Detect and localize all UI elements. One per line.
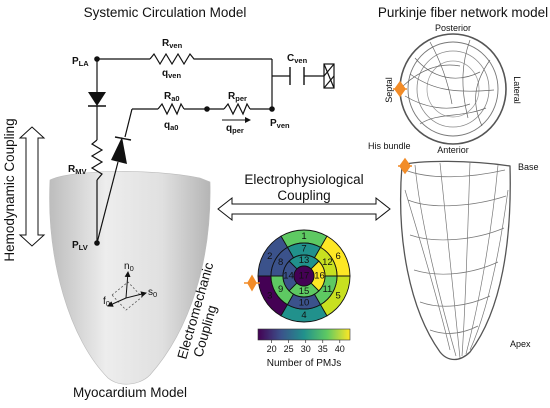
label-posterior: Posterior	[435, 23, 471, 33]
label-c-ven: Cven	[287, 53, 308, 65]
node-ven	[269, 106, 275, 112]
label-lateral: Lateral	[512, 76, 522, 104]
colorbar-tick-label: 35	[318, 344, 328, 354]
label-r-per: Rper	[228, 91, 247, 103]
node-per	[204, 106, 210, 112]
label-septal: Septal	[384, 77, 394, 103]
label-p-lv: PLV	[72, 240, 88, 252]
label-p-ven: Pven	[270, 118, 290, 130]
colorbar-label: Number of PMJs	[267, 358, 341, 369]
ground-symbol	[323, 63, 335, 89]
his-bundle-marker	[398, 157, 412, 175]
colorbar	[257, 328, 351, 341]
colorbar-tick-label: 40	[335, 344, 345, 354]
electrophysiological-coupling-arrow	[217, 196, 391, 222]
purkinje-title: Purkinje fiber network model	[378, 5, 548, 20]
label-q-per: qper	[226, 123, 244, 135]
capacitor-ven	[289, 67, 305, 85]
circuit-wires	[96, 58, 324, 244]
colorbar-tick-label: 25	[284, 344, 294, 354]
node-lv	[94, 240, 100, 246]
label-n0: n0	[124, 261, 134, 273]
bullseye-segment-label-5: 5	[336, 290, 341, 301]
purkinje-top-marker	[393, 80, 407, 98]
label-r-a0: Ra0	[164, 91, 180, 103]
bullseye-segment-label-1: 1	[301, 231, 306, 242]
bullseye-marker	[244, 274, 260, 292]
label-q-ven: qven	[162, 68, 181, 80]
bullseye-segment-label-17: 17	[299, 271, 310, 282]
purkinje-side-view	[400, 160, 511, 361]
resistor-ven	[149, 52, 198, 66]
bullseye-segment-label-13: 13	[299, 255, 310, 266]
bullseye-segment-label-15: 15	[299, 286, 310, 297]
diode-aortic	[111, 136, 132, 164]
electrophysiological-label-1: Electrophysiological	[244, 172, 363, 187]
label-apex: Apex	[510, 339, 531, 349]
fiber-frame	[107, 271, 147, 311]
bullseye-segment-label-10: 10	[299, 298, 310, 309]
bullseye-segment-label-9: 9	[278, 284, 283, 295]
bullseye-segment-label-14: 14	[283, 271, 294, 282]
bullseye-segment-label-8: 8	[278, 257, 283, 268]
colorbar-tick-label: 20	[267, 344, 277, 354]
resistor-a0	[157, 102, 185, 116]
label-f0: f0	[103, 296, 110, 308]
colorbar-tick-label: 30	[301, 344, 311, 354]
label-base: Base	[518, 162, 539, 172]
hemodynamic-coupling-label: Hemodynamic Coupling	[2, 118, 17, 261]
label-r-ven: Rven	[162, 38, 183, 50]
hemodynamic-coupling-arrow	[18, 126, 46, 247]
colorbar-ticks: 20 25 30 35 40	[267, 340, 345, 354]
node-la	[94, 56, 100, 62]
bullseye-segment-label-3: 3	[267, 290, 272, 301]
label-anterior: Anterior	[437, 145, 469, 155]
bullseye-segment-label-12: 12	[322, 257, 333, 268]
label-his-bundle: His bundle	[368, 141, 411, 151]
circulation-title: Systemic Circulation Model	[84, 5, 247, 20]
resistor-mv	[90, 139, 104, 181]
resistor-per	[223, 102, 251, 116]
bullseye-segment-label-2: 2	[267, 251, 272, 262]
bullseye-segment-label-4: 4	[301, 310, 306, 321]
bullseye-segment-label-7: 7	[301, 244, 306, 255]
myocardium-title: Myocardium Model	[73, 385, 187, 400]
bullseye-segment-label-6: 6	[336, 251, 341, 262]
label-q-a0: qa0	[164, 120, 178, 132]
bullseye-segment-17	[293, 265, 315, 287]
purkinje-top-view	[399, 33, 507, 145]
diode-mitral	[88, 92, 106, 107]
label-s0: s0	[148, 287, 157, 299]
electrophysiological-label-2: Coupling	[277, 188, 330, 203]
label-p-la: PLA	[72, 56, 89, 68]
label-r-mv: RMV	[68, 164, 86, 176]
bullseye-segment-label-11: 11	[322, 284, 332, 295]
bullseye-segment-label-16: 16	[314, 271, 325, 282]
myocardium-ellipsoid	[49, 171, 211, 385]
